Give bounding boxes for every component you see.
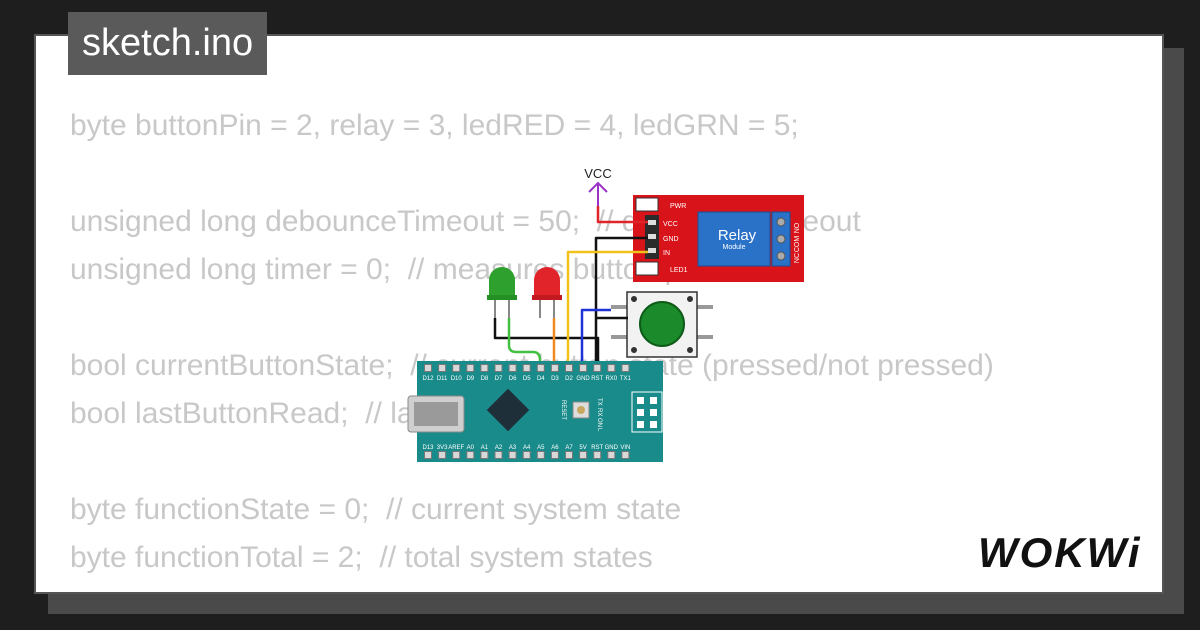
nano-bottom-pin-3v3[interactable] (438, 451, 447, 459)
nano-top-pin-label-gnd: GND (576, 376, 590, 382)
nano-top-pin-d10[interactable] (452, 364, 461, 372)
green-led[interactable] (487, 267, 517, 318)
nano-bottom-pin-label-5v: 5V (579, 445, 586, 451)
nano-top-pin-label-d2: D2 (565, 376, 573, 382)
wires (493, 206, 648, 368)
nano-bottom-pin-label-gnd: GND (605, 445, 619, 451)
nano-top-pin-label-d10: D10 (451, 376, 463, 382)
nano-top-pin-d3[interactable] (550, 364, 559, 372)
red-led[interactable] (532, 267, 562, 318)
nano-top-pin-label-d3: D3 (551, 376, 559, 382)
nano-bottom-pin-label-d13: D13 (422, 445, 434, 451)
nano-top-pin-d12[interactable] (424, 364, 432, 372)
nano-rx-label: RX (596, 408, 602, 416)
nano-bottom-pin-a1[interactable] (480, 451, 489, 459)
nano-bottom-pin-a5[interactable] (536, 451, 545, 459)
nano-top-pin-label-d12: D12 (422, 376, 434, 382)
nano-bottom-pin-rst[interactable] (593, 451, 602, 459)
nano-top-pin-tx1[interactable] (621, 364, 630, 372)
nano-top-pin-label-d6: D6 (509, 376, 517, 382)
vcc-symbol: VCC (584, 166, 612, 206)
nano-bottom-pin-vin[interactable] (621, 451, 630, 459)
wokwi-logo-text: WOKWi (978, 529, 1142, 575)
nano-bottom-pin-label-a7: A7 (565, 445, 573, 451)
nano-top-pin-d5[interactable] (522, 364, 531, 372)
nano-l-label: L (596, 428, 602, 432)
code-line-10: byte functionTotal = 2; // total system … (70, 541, 653, 574)
nano-on-label: ON (596, 418, 602, 427)
relay-contact-no: NO (794, 222, 801, 233)
relay-pwr-label: PWR (670, 203, 686, 210)
nano-top-pin-rx0[interactable] (607, 364, 616, 372)
nano-bottom-pin-label-a2: A2 (495, 445, 503, 451)
nano-top-pin-label-tx1: TX1 (620, 376, 632, 382)
nano-top-pin-d4[interactable] (536, 364, 545, 372)
nano-bottom-pin-aref[interactable] (452, 451, 461, 459)
nano-bottom-pin-a2[interactable] (494, 451, 503, 459)
nano-bottom-pin-label-a1: A1 (481, 445, 489, 451)
nano-bottom-pin-label-a3: A3 (509, 445, 517, 451)
nano-top-pin-label-d5: D5 (523, 376, 531, 382)
nano-bottom-pin-d13[interactable] (424, 451, 432, 459)
nano-bottom-pin-label-a5: A5 (537, 445, 545, 451)
vcc-label: VCC (584, 166, 611, 181)
nano-bottom-pin-label-a0: A0 (467, 445, 475, 451)
relay-pin-in: IN (663, 250, 670, 257)
nano-top-pin-label-d9: D9 (466, 376, 474, 382)
nano-top-pin-label-rst: RST (591, 376, 603, 382)
nano-top-pin-gnd[interactable] (579, 364, 588, 372)
nano-top-pin-d7[interactable] (494, 364, 503, 372)
nano-bottom-pin-5v[interactable] (579, 451, 588, 459)
relay-pin-gnd: GND (663, 236, 679, 243)
relay-title: Relay (718, 227, 757, 244)
relay-pin-vcc: VCC (663, 221, 678, 228)
nano-top-pin-d11[interactable] (438, 364, 447, 372)
nano-top-pin-d9[interactable] (466, 364, 475, 372)
nano-bottom-pin-a0[interactable] (466, 451, 475, 459)
nano-bottom-pin-gnd[interactable] (607, 451, 616, 459)
nano-bottom-pin-a6[interactable] (550, 451, 559, 459)
nano-top-pin-d6[interactable] (508, 364, 517, 372)
nano-bottom-pin-label-vin: VIN (620, 445, 630, 451)
nano-bottom-pin-label-a6: A6 (551, 445, 559, 451)
nano-top-pin-label-d7: D7 (495, 376, 503, 382)
nano-top-pin-rst[interactable] (593, 364, 602, 372)
relay-led-label: LED1 (670, 267, 688, 274)
nano-top-pin-label-rx0: RX0 (605, 376, 617, 382)
nano-bottom-pin-label-aref: AREF (448, 445, 464, 451)
nano-top-pin-label-d4: D4 (537, 376, 545, 382)
nano-tx-label: TX (596, 398, 602, 406)
nano-bottom-pin-a3[interactable] (508, 451, 517, 459)
relay-subtitle: Module (723, 244, 746, 251)
relay-contact-nc: NC (794, 253, 801, 263)
nano-bottom-pin-label-3v3: 3V3 (437, 445, 448, 451)
push-button[interactable] (611, 291, 713, 358)
relay-contact-com: COM (794, 236, 801, 253)
relay-module[interactable]: PWR LED1 VCC GND IN Relay Module NO COM … (633, 195, 804, 282)
nano-bottom-pin-a7[interactable] (565, 451, 573, 459)
nano-reset-label: RESET (560, 400, 566, 420)
nano-top-pin-d2[interactable] (565, 364, 573, 372)
nano-bottom-pin-a4[interactable] (522, 451, 531, 459)
nano-top-pin-d8[interactable] (480, 364, 489, 372)
nano-bottom-pin-label-a4: A4 (523, 445, 531, 451)
nano-top-pin-label-d8: D8 (481, 376, 489, 382)
code-line-9: byte functionState = 0; // current syste… (70, 493, 682, 526)
wokwi-logo: WOKWi (978, 529, 1142, 575)
code-line-1: byte buttonPin = 2, relay = 3, ledRED = … (70, 109, 799, 142)
nano-top-pin-label-d11: D11 (437, 376, 448, 382)
sketch-title-tab[interactable]: sketch.ino (68, 12, 268, 75)
nano-bottom-pin-label-rst: RST (591, 445, 603, 451)
